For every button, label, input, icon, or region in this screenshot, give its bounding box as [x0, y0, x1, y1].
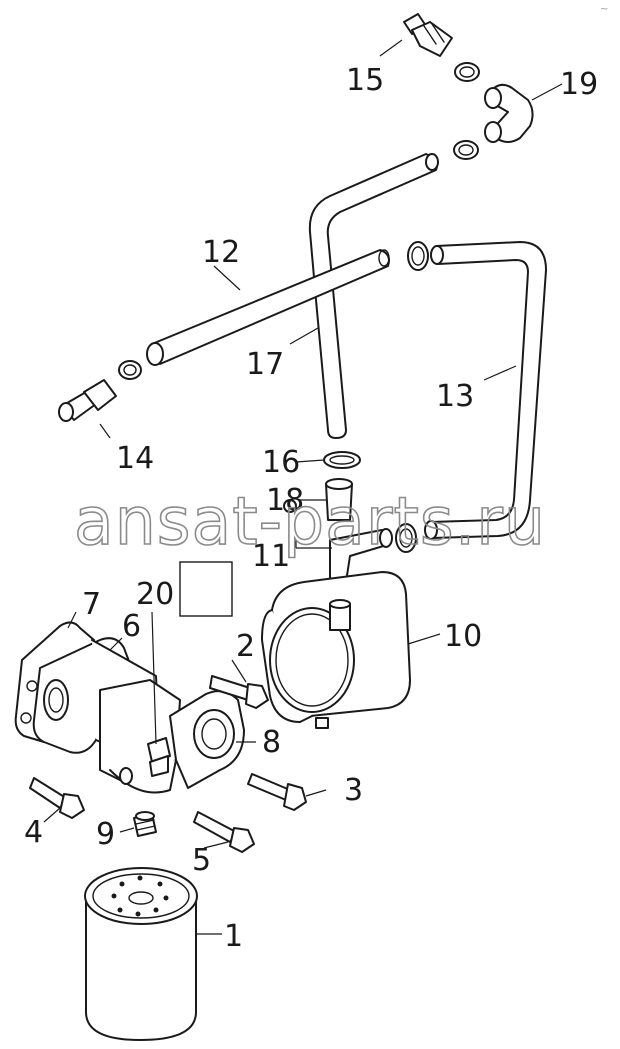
- part-13-hose: [424, 241, 547, 540]
- callout-13: 13: [436, 379, 474, 414]
- part-6-filter-head: [32, 637, 181, 794]
- part-14-fitting: [58, 379, 117, 422]
- callout-9: 9: [96, 817, 115, 852]
- part-19-elbow-hose: [484, 83, 534, 143]
- callout-12: 12: [202, 235, 240, 270]
- callout-17: 17: [246, 347, 284, 382]
- callout-8: 8: [262, 725, 281, 760]
- callout-10: 10: [444, 619, 482, 654]
- part-10-oil-cooler: [261, 571, 411, 729]
- corner-mark: ~: [600, 4, 608, 15]
- callouts: 1 2 3 4 5 6 7 8 9 10 11 12 13 14 15 16 1…: [24, 63, 598, 954]
- part-1-oil-filter: [84, 867, 198, 1041]
- clamp-upper-a: [454, 62, 480, 82]
- callout-18: 18: [266, 483, 304, 518]
- part-20-plug: [147, 737, 171, 777]
- callout-20: 20: [136, 577, 174, 612]
- callout-16: 16: [262, 445, 300, 480]
- clamp-13-bottom: [395, 523, 417, 553]
- part-16-clamp: [323, 451, 361, 469]
- callout-6: 6: [122, 609, 141, 644]
- watermark: ansat-parts.ru: [74, 483, 546, 560]
- part-17-hose: [308, 153, 439, 439]
- leader-lines: [43, 39, 563, 935]
- callout-4: 4: [24, 815, 43, 850]
- callout-15: 15: [346, 63, 384, 98]
- clamp-upper-b: [453, 140, 479, 160]
- part-11-elbow-pipe: [329, 528, 393, 583]
- callout-7: 7: [82, 587, 101, 622]
- callout-1: 1: [224, 919, 243, 954]
- callout-11: 11: [252, 539, 290, 574]
- part-12-hose: [146, 249, 390, 366]
- callout-2: 2: [236, 629, 255, 664]
- part-8-adapter: [169, 690, 245, 789]
- callout-5: 5: [192, 843, 211, 878]
- callout-19: 19: [560, 67, 598, 102]
- part-5-bolt: [193, 811, 255, 853]
- part-9-nipple: [133, 811, 157, 837]
- part-15-fitting: [403, 13, 453, 57]
- callout-3: 3: [344, 773, 363, 808]
- callout-14: 14: [116, 441, 154, 476]
- gasket-square: [179, 561, 233, 617]
- part-18-short-hose: [325, 478, 353, 521]
- clamp-14: [118, 360, 142, 380]
- clamp-13-top: [407, 241, 429, 271]
- part-3-bolt: [247, 773, 307, 811]
- part-4-bolt: [29, 777, 85, 819]
- part-2-bolt: [209, 675, 269, 709]
- part-18-small-ring: [283, 499, 297, 513]
